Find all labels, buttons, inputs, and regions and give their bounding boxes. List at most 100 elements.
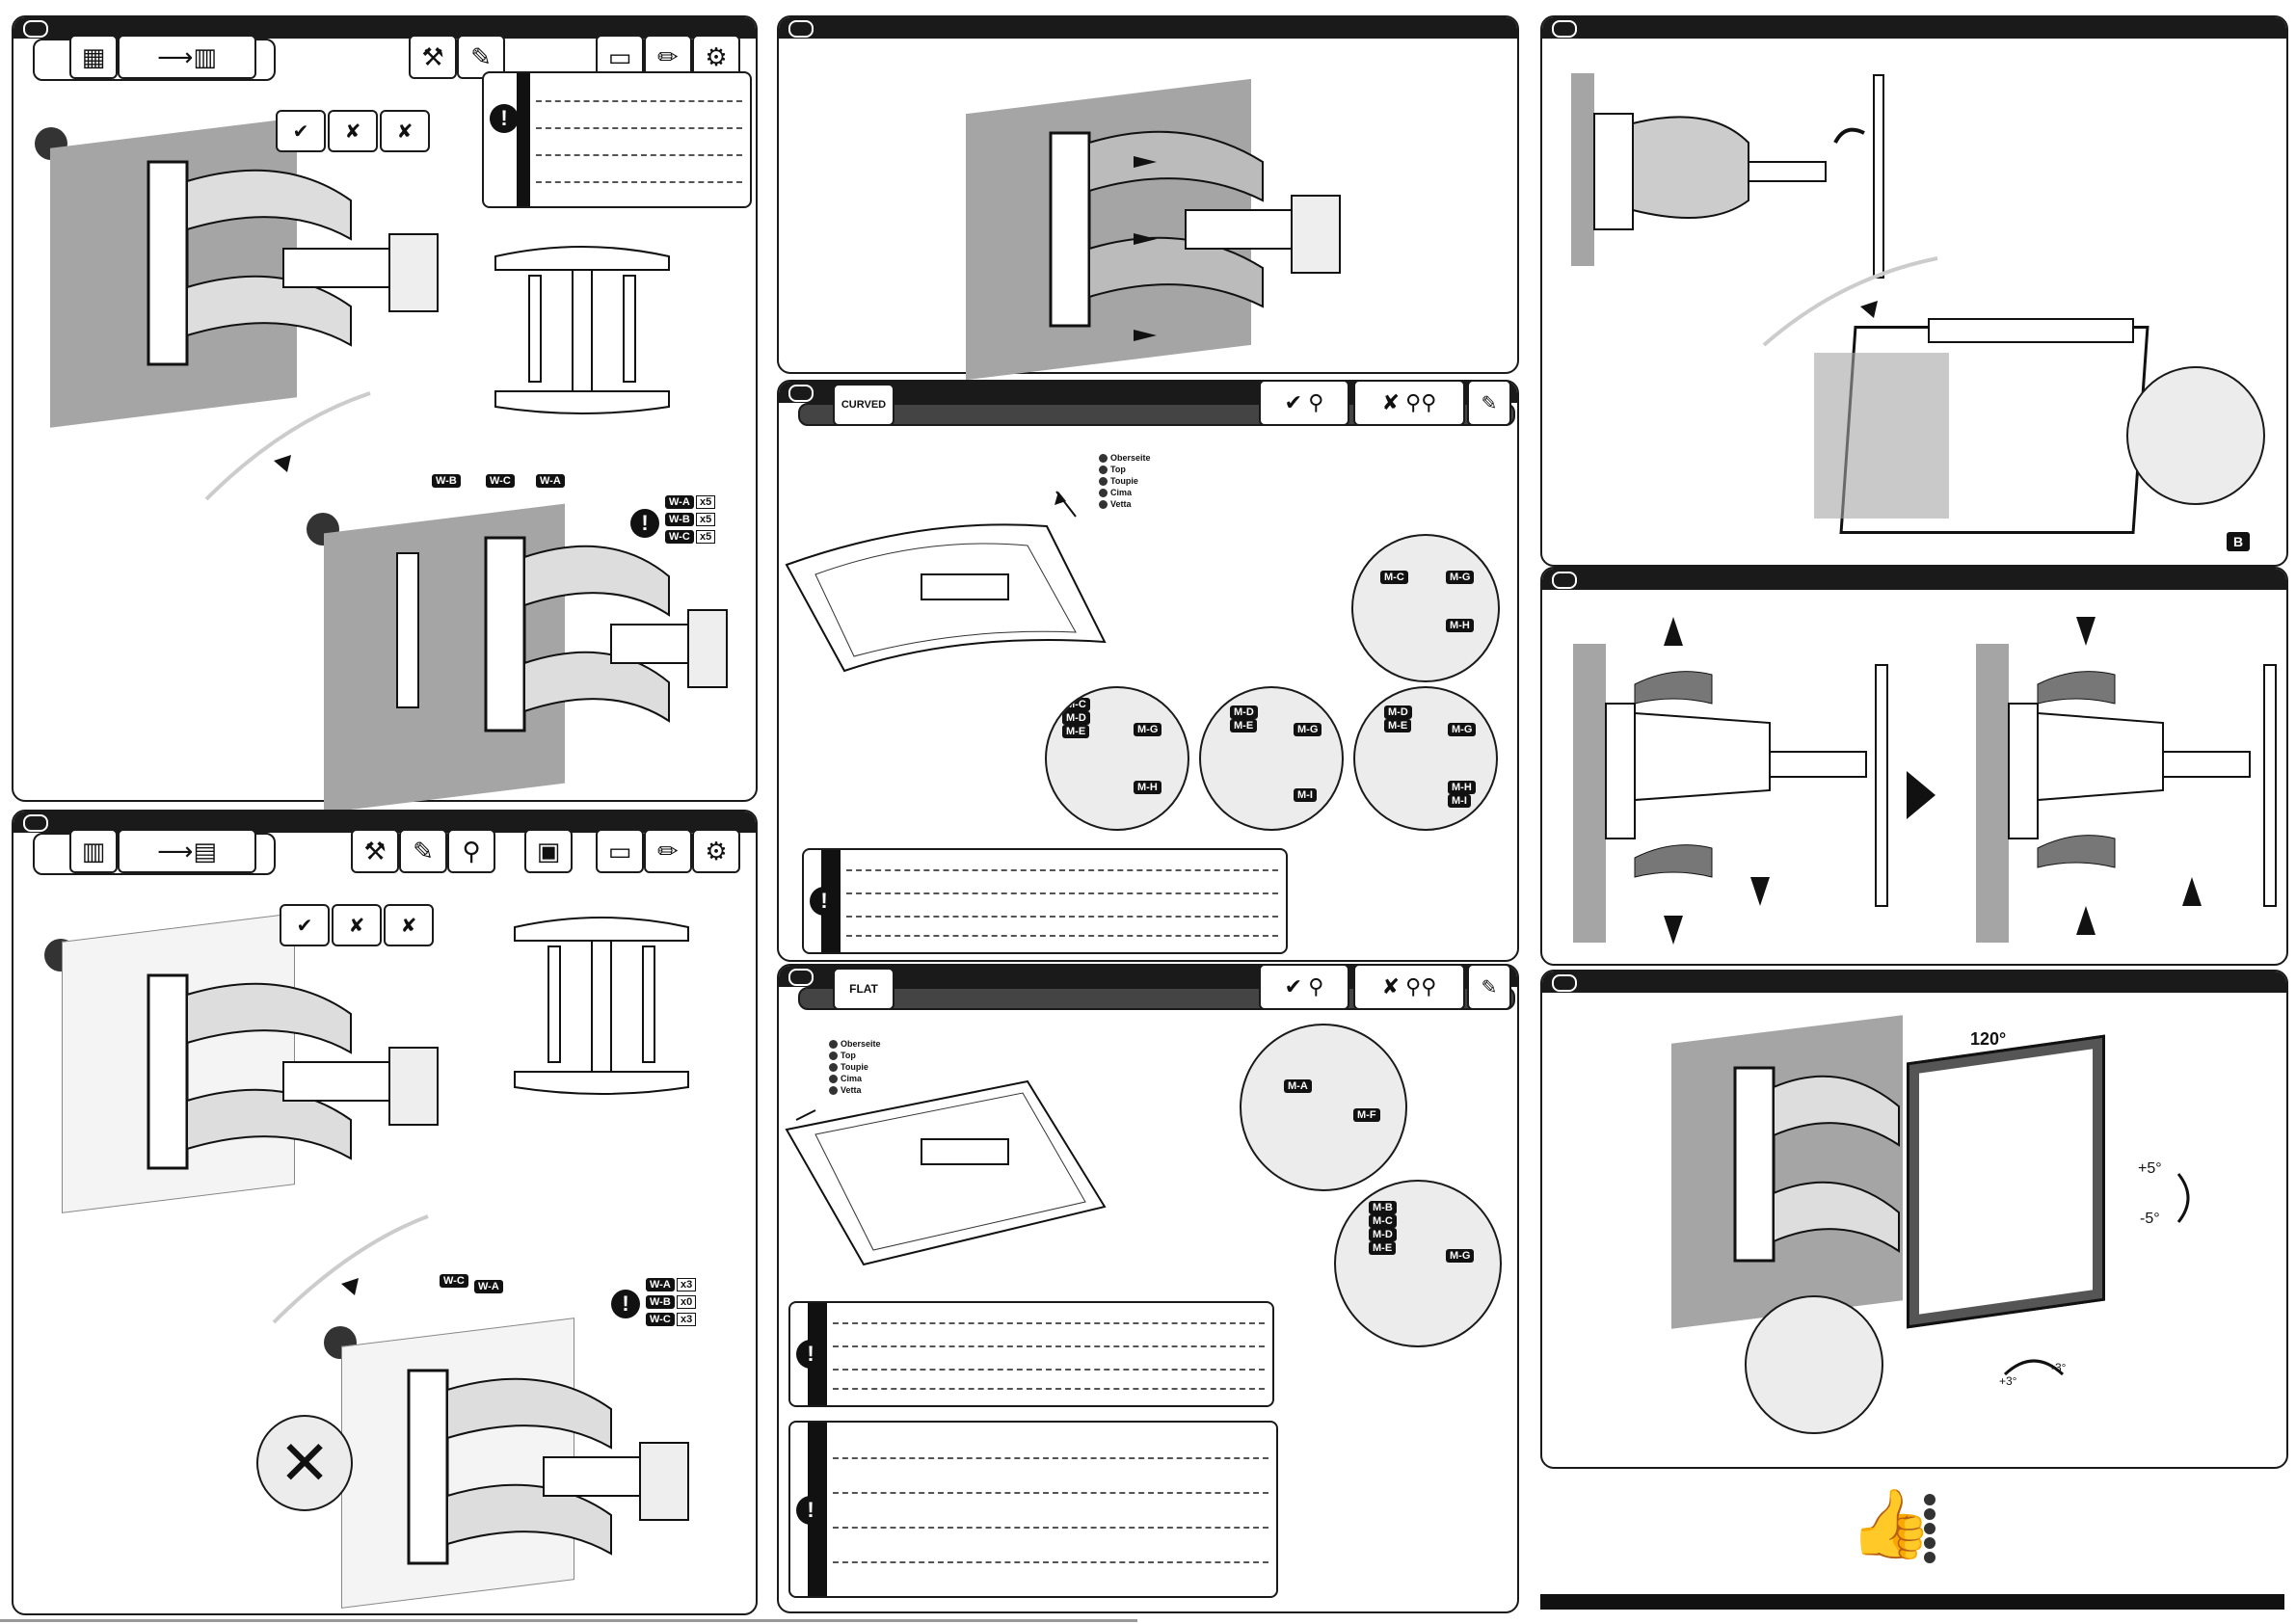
drill-icon: ⚙ (692, 829, 740, 873)
warning-icon: ! (490, 104, 519, 133)
panel-final-adjust: 120° +5° -5° +3° -3° (1540, 970, 2288, 1469)
screwdriver-icon: ✎ (399, 829, 447, 873)
tag-me: M-E (1230, 719, 1258, 732)
step-tab (23, 20, 48, 38)
warning-note-box: ! (482, 71, 752, 208)
tag-me: M-E (1369, 1241, 1397, 1255)
stud-finder-icon: ⟶▤ (118, 829, 256, 873)
level-wrong-icon: ✘ (332, 904, 382, 946)
screw-detail-circle: M-C M-G M-H (1351, 534, 1500, 682)
tag-mg: M-G (1446, 571, 1475, 584)
tag-mh: M-H (1448, 781, 1476, 794)
no-anchor-circle: ✕ (256, 1415, 353, 1511)
qty-wa: x5 (696, 495, 716, 509)
wall-mount-bracket (407, 1369, 689, 1565)
tag-md: M-D (1062, 711, 1090, 725)
bottom-rule (1540, 1594, 2284, 1610)
tag-b: B (2227, 532, 2251, 551)
tag-wb: W-B (646, 1295, 675, 1309)
tag-wa: W-A (474, 1280, 503, 1293)
lock-detail-circle (1745, 1295, 1883, 1434)
level-wrong-icon: ✘ (380, 110, 430, 152)
screw-wrong-icon: ✘ ⚲⚲ (1353, 964, 1465, 1010)
lang-top-label: Cima (1099, 488, 1132, 497)
tag-wa: W-A (646, 1278, 675, 1291)
tag-me: M-E (1384, 719, 1412, 732)
qty-wb: x0 (677, 1295, 697, 1309)
arm-with-tv (1593, 74, 1884, 279)
tag-wc: W-C (646, 1313, 675, 1326)
lang-top-label: Vetta (829, 1085, 862, 1095)
tag-mi: M-I (1294, 788, 1317, 802)
tv-frame (1907, 1034, 2105, 1329)
panel-flat-tv: FLAT ✔ ⚲ ✘ ⚲⚲ ✎ Oberseite Top Toupie Cim… (777, 964, 1519, 1613)
arrow-right (1907, 771, 1936, 819)
tag-md: M-D (1230, 706, 1258, 719)
panel-header (1542, 569, 2286, 590)
wall-mount-bracket (147, 160, 439, 366)
tag-md: M-D (1369, 1228, 1397, 1241)
lang-top-label: Cima (829, 1074, 862, 1083)
lang-top-label: Vetta (1099, 499, 1132, 509)
screw-detail-circle: M-B M-C M-D M-E M-G (1334, 1180, 1502, 1347)
warning-icon: ! (630, 509, 659, 538)
level-minus-label: -3° (2051, 1361, 2067, 1374)
lang-top-label: Toupie (829, 1062, 868, 1072)
tag-mc: M-C (1062, 698, 1090, 711)
step-tab (1552, 974, 1577, 992)
bracket-template (494, 246, 670, 414)
panel-header (13, 812, 756, 833)
wall-mount-bracket (396, 536, 728, 732)
level-correct-icon: ✔ (276, 110, 326, 152)
tag-wc: W-C (440, 1274, 468, 1288)
level-icon: ▭ (596, 829, 644, 873)
curved-tv-back (785, 491, 1107, 673)
tag-wb: W-B (665, 513, 694, 526)
tag-wb: W-B (432, 474, 461, 488)
screw-detail-circle: M-A M-F (1240, 1024, 1407, 1191)
warning-icon: ! (796, 1496, 825, 1525)
panel-concrete-wall: ▦ ⟶▥ ⚒ ✎ ▭ ✏ ⚙ ✔ ✘ ✘ ! W-B W-C W-A (12, 15, 758, 813)
tag-mg: M-G (1294, 723, 1322, 736)
level-correct-icon: ✔ (280, 904, 330, 946)
rotate-arrow-icon (2003, 1359, 2065, 1376)
wood-wall-icon: ▥ (69, 829, 118, 873)
step-tab (1552, 572, 1577, 589)
panel-header (1542, 972, 2286, 993)
tag-mg: M-G (1448, 723, 1477, 736)
concrete-wall (1976, 644, 2009, 943)
arrow-down-right (204, 391, 371, 501)
tag-mi: M-I (1448, 794, 1471, 808)
tag-ma: M-A (1284, 1079, 1312, 1093)
tag-mf: M-F (1353, 1108, 1380, 1122)
screw-wrong-icon: ✘ ⚲⚲ (1353, 380, 1465, 426)
level-wrong-icon: ✘ (328, 110, 378, 152)
panel-header (1542, 17, 2286, 39)
wrench-icon: ⚒ (409, 35, 457, 79)
lang-top-label: Top (829, 1051, 856, 1060)
arm-release (1605, 617, 1888, 945)
step-tab (23, 814, 48, 832)
tag-mc: M-C (1369, 1214, 1397, 1228)
tag-mb: M-B (1369, 1201, 1397, 1214)
screw-detail-circle: M-D M-E M-G M-I (1199, 686, 1344, 831)
tag-me: M-E (1062, 725, 1090, 738)
screwdriver-icon: ✎ (1467, 964, 1511, 1010)
panel-arm-adjust (1540, 567, 2288, 966)
tag-wc: W-C (665, 530, 694, 544)
screw-detail-circle: M-D M-E M-G M-H M-I (1353, 686, 1498, 831)
flat-tv-back (785, 1079, 1107, 1266)
pencil-icon: ✏ (644, 829, 692, 873)
concrete-wall (1571, 73, 1594, 266)
flat-tv-icon: FLAT (833, 968, 894, 1010)
wall-mount-bracket (1049, 130, 1341, 341)
step-tab (788, 20, 814, 38)
warning-note-box: ! (788, 1421, 1278, 1598)
step-tab (1552, 20, 1577, 38)
tv-screen (1919, 1049, 2093, 1315)
rating-dots (1924, 1494, 1936, 1563)
tilt-arrow-icon (2176, 1173, 2190, 1223)
lang-top-label: Toupie (1099, 476, 1138, 486)
arm-lock (2008, 617, 2277, 935)
tag-wa: W-A (665, 495, 694, 509)
